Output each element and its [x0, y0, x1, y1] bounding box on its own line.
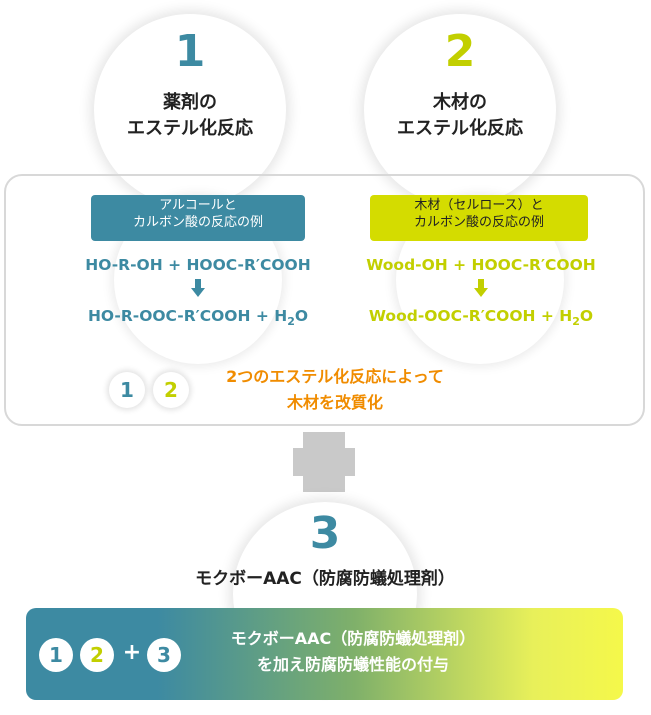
result-text: モクボーAAC（防腐防蟻処理剤） を加え防腐防蟻性能の付与 [188, 626, 518, 679]
circle-3-title: モクボーAAC（防腐防蟻処理剤） [195, 569, 455, 589]
result-badge-1: 1 [39, 638, 73, 672]
right-example-label: 木材（セルロース）と カルボン酸の反応の例 [370, 195, 588, 241]
left-eq-bottom-prefix: HO-R-OOC-R′COOH + H [87, 307, 288, 325]
left-eq-bottom-sub: 2 [287, 315, 295, 329]
result-badge-2: 2 [80, 638, 114, 672]
result-line1: モクボーAAC（防腐防蟻処理剤） [230, 629, 476, 648]
circle-2-number: 2 [444, 26, 476, 77]
result-plus: + [122, 640, 142, 665]
right-label-line2: カルボン酸の反応の例 [413, 214, 544, 230]
circle-1-title-line1: 薬剤の [163, 92, 217, 113]
left-label-line1: アルコールと [159, 198, 237, 213]
summary-badge-2: 2 [153, 372, 189, 408]
right-eq-bottom-suffix: O [579, 307, 594, 325]
left-example-label: アルコールと カルボン酸の反応の例 [91, 195, 305, 241]
circle-2-title: 木材の エステル化反応 [374, 90, 546, 142]
right-eq-bottom-prefix: Wood-OOC-R′COOH + H [368, 307, 573, 325]
circle-1-title: 薬剤の エステル化反応 [104, 90, 276, 142]
circle-1-number: 1 [174, 26, 206, 77]
circle-2-title-line2: エステル化反応 [397, 118, 523, 140]
circle-1-title-line2: エステル化反応 [127, 118, 253, 140]
result-badge-3: 3 [147, 638, 181, 672]
circle-2-title-line1: 木材の [433, 92, 487, 113]
right-equation-bottom: Wood-OOC-R′COOH + H2O [340, 307, 622, 328]
left-arrow-down-icon [191, 279, 205, 297]
right-equation-top: Wood-OH + HOOC-R′COOH [366, 256, 596, 274]
left-eq-bottom-suffix: O [294, 307, 309, 325]
reaction-panel [4, 174, 645, 426]
summary-line1: 2つのエステル化反応によって [226, 367, 444, 386]
left-label-line2: カルボン酸の反応の例 [132, 214, 263, 230]
left-equation-top: HO-R-OH + HOOC-R′COOH [85, 256, 311, 274]
result-line2: を加え防腐防蟻性能の付与 [256, 655, 449, 675]
right-eq-bottom-sub: 2 [572, 315, 580, 329]
plus-icon-bar [293, 448, 355, 476]
summary-badge-1: 1 [109, 372, 145, 408]
result-bar [26, 608, 623, 700]
summary-text: 2つのエステル化反応によって 木材を改質化 [190, 364, 480, 415]
right-label-line1: 木材（セルロース）と [414, 198, 544, 213]
summary-line2: 木材を改質化 [286, 392, 383, 412]
right-arrow-down-icon [474, 279, 488, 297]
left-equation-bottom: HO-R-OOC-R′COOH + H2O [60, 307, 336, 328]
circle-3-number: 3 [309, 508, 341, 559]
